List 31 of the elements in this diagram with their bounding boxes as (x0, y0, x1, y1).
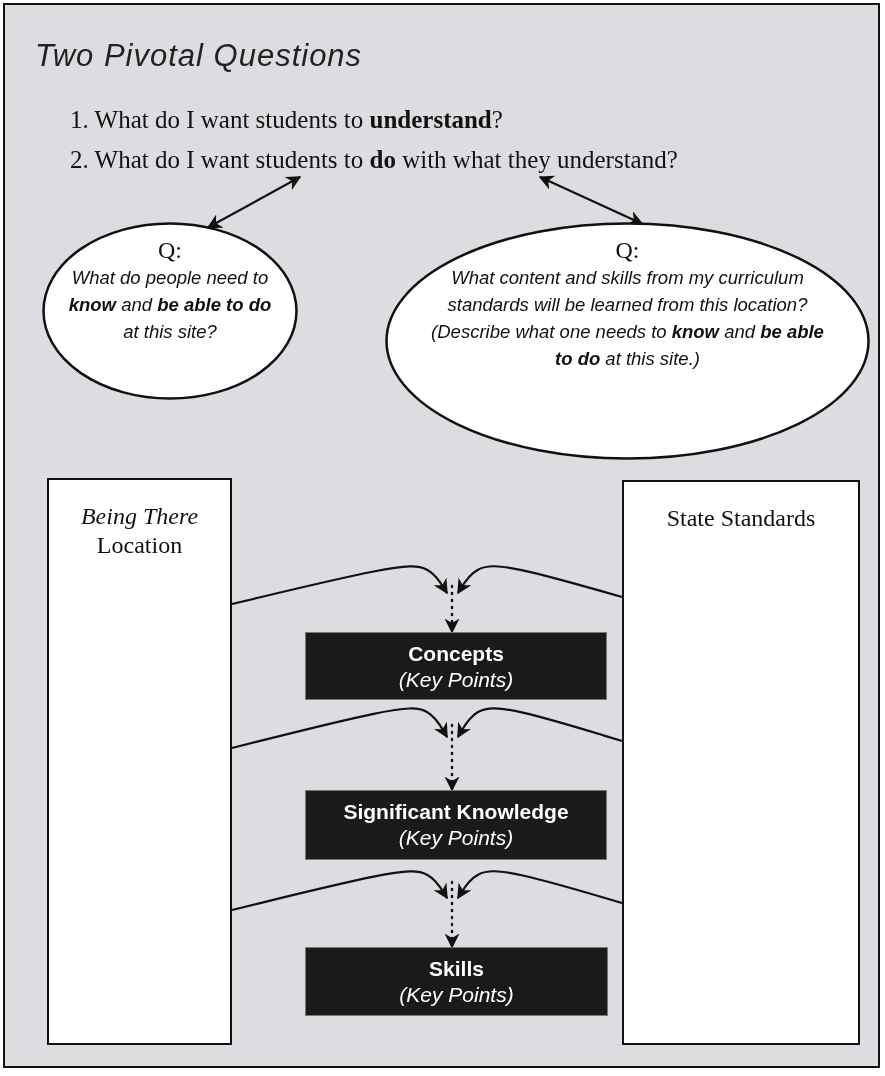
arrow (231, 565, 448, 606)
question-text: What do people need to know and be able to do at this site? (67, 266, 273, 344)
bar-heading: Skills (428, 956, 485, 982)
question-text: 1. What do I want students to understand? (70, 103, 770, 137)
arrow (206, 176, 302, 229)
bar-heading: Concepts (407, 641, 505, 667)
diagram-title: Two Pivotal Questions (35, 38, 363, 74)
bar-subheading: (Key Points) (397, 667, 515, 693)
question-text: What content and skills from my curriculum standards will be learned from this location? (Describe what one needs to know and be able to do at this site.) (430, 266, 825, 371)
dotted-arrow (444, 880, 460, 949)
arrow (231, 870, 448, 912)
arrow (231, 707, 448, 750)
dotted-arrow (444, 723, 460, 792)
source-column (47, 478, 232, 1045)
key-points-bar (305, 632, 607, 700)
key-points-bar (305, 947, 608, 1016)
dotted-arrow (444, 584, 460, 634)
column-heading: State Standards (665, 504, 817, 533)
arrow (457, 565, 623, 599)
arrow (457, 707, 623, 743)
key-points-bar (305, 790, 607, 860)
arrow (538, 175, 644, 225)
question-label: Q: (157, 236, 183, 264)
question-text: 2. What do I want students to do with what they understand? (70, 143, 880, 177)
bar-subheading: (Key Points) (398, 982, 515, 1008)
column-heading: Being There Location (79, 502, 200, 560)
question-label: Q: (614, 236, 641, 264)
bar-heading: Significant Knowledge (342, 799, 570, 825)
source-column (622, 480, 860, 1045)
bar-subheading: (Key Points) (397, 825, 515, 851)
arrow (457, 870, 623, 905)
